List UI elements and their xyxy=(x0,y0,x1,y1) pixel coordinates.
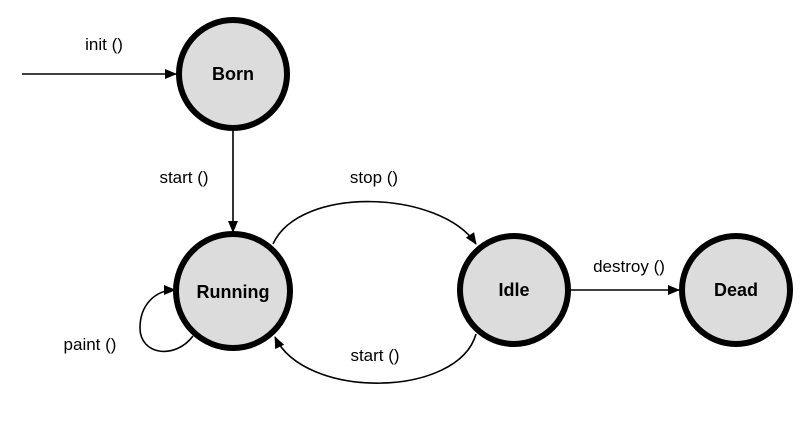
destroy-transition-label: destroy () xyxy=(593,257,665,276)
state-running-label: Running xyxy=(197,282,270,302)
state-running: Running xyxy=(173,231,293,351)
state-dead: Dead xyxy=(679,233,793,347)
state-born: Born xyxy=(176,17,290,131)
state-idle-label: Idle xyxy=(498,280,529,300)
paint-self-loop-arrow xyxy=(139,285,194,353)
state-dead-label: Dead xyxy=(714,280,758,300)
start-transition-arrow-idle-running xyxy=(274,333,477,384)
stop-transition-label: stop () xyxy=(350,168,398,187)
start-transition-label-born-running: start () xyxy=(159,168,208,187)
paint-transition-label: paint () xyxy=(64,335,117,354)
start-transition-label-idle-running: start () xyxy=(350,346,399,365)
stop-transition-arrow xyxy=(272,200,477,245)
init-transition-label: init () xyxy=(85,35,123,54)
state-born-label: Born xyxy=(212,64,254,84)
state-idle: Idle xyxy=(457,233,571,347)
